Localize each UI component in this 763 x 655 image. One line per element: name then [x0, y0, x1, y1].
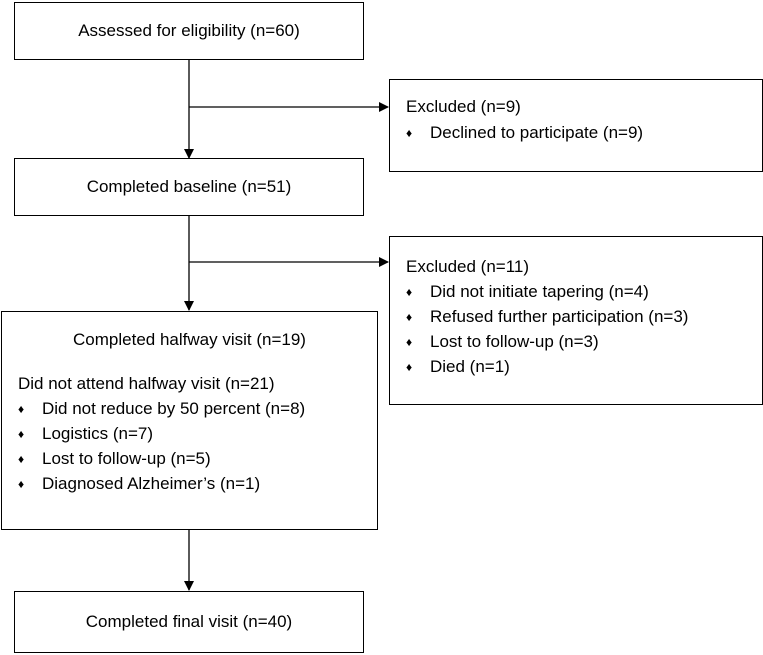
diamond-bullet-icon: ♦ — [406, 360, 413, 374]
halfway-subtitle: Did not attend halfway visit (n=21) — [18, 374, 275, 393]
halfway-box: Completed halfway visit (n=19) Did not a… — [1, 311, 378, 530]
halfway-item-label: Logistics (n=7) — [42, 424, 154, 443]
diamond-bullet-icon: ♦ — [406, 285, 413, 299]
baseline-box: Completed baseline (n=51) — [14, 158, 364, 216]
halfway-item: ♦ Did not reduce by 50 percent (n=8) — [18, 399, 305, 419]
excluded2-title: Excluded (n=11) — [406, 257, 530, 276]
excluded2-item: ♦ Did not initiate tapering (n=4) — [406, 282, 649, 302]
excluded2-box: Excluded (n=11) ♦ Did not initiate taperi… — [389, 236, 763, 405]
halfway-item: ♦ Logistics (n=7) — [18, 424, 153, 444]
diamond-bullet-icon: ♦ — [18, 477, 25, 491]
excluded1-box: Excluded (n=9) ♦ Declined to participate … — [389, 79, 763, 172]
halfway-item: ♦ Diagnosed Alzheimer’s (n=1) — [18, 474, 260, 494]
diamond-bullet-icon: ♦ — [18, 427, 25, 441]
excluded2-item: ♦ Died (n=1) — [406, 357, 510, 377]
assessed-label: Assessed for eligibility (n=60) — [78, 21, 300, 40]
diamond-bullet-icon: ♦ — [406, 335, 413, 349]
diamond-bullet-icon: ♦ — [18, 402, 25, 416]
excluded2-item-label: Died (n=1) — [430, 357, 510, 376]
excluded2-item-label: Did not initiate tapering (n=4) — [430, 282, 649, 301]
baseline-label: Completed baseline (n=51) — [86, 177, 292, 196]
final-box: Completed final visit (n=40) — [14, 591, 364, 653]
excluded2-item: ♦ Refused further participation (n=3) — [406, 307, 688, 327]
excluded2-item: ♦ Lost to follow-up (n=3) — [406, 332, 599, 352]
excluded1-item: ♦ Declined to participate (n=9) — [406, 123, 643, 143]
halfway-item-label: Lost to follow-up (n=5) — [42, 449, 211, 468]
excluded2-item-label: Refused further participation (n=3) — [430, 307, 689, 326]
assessed-box: Assessed for eligibility (n=60) — [14, 2, 364, 60]
excluded1-item-label: Declined to participate (n=9) — [430, 123, 644, 142]
diamond-bullet-icon: ♦ — [18, 452, 25, 466]
diamond-bullet-icon: ♦ — [406, 126, 413, 140]
halfway-item: ♦ Lost to follow-up (n=5) — [18, 449, 211, 469]
halfway-label: Completed halfway visit (n=19) — [73, 330, 306, 349]
halfway-item-label: Did not reduce by 50 percent (n=8) — [42, 399, 306, 418]
halfway-item-label: Diagnosed Alzheimer’s (n=1) — [42, 474, 261, 493]
excluded2-item-label: Lost to follow-up (n=3) — [430, 332, 599, 351]
excluded1-title: Excluded (n=9) — [406, 97, 521, 116]
final-label: Completed final visit (n=40) — [85, 612, 293, 631]
diamond-bullet-icon: ♦ — [406, 310, 413, 324]
